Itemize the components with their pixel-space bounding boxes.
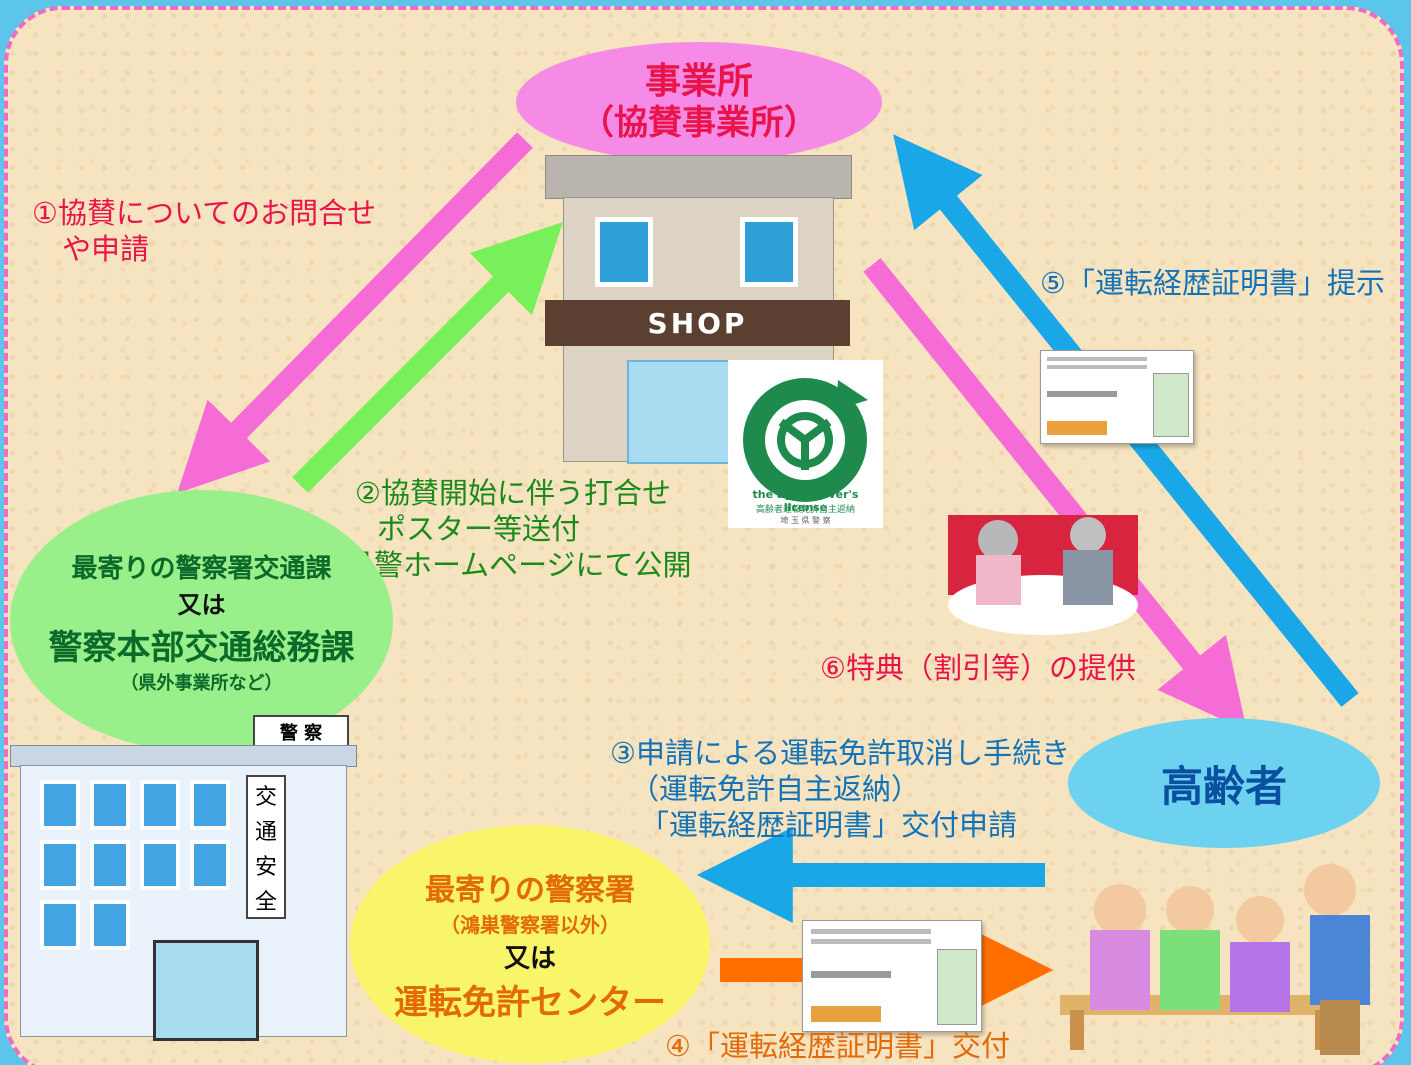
shop-roof (545, 155, 852, 199)
police-entrance (153, 940, 259, 1041)
license-card-lower (802, 920, 982, 1032)
step3-line2: （運転免許自主返納） (630, 772, 921, 806)
banner-char-2: 通 (254, 819, 277, 845)
police-line4: （県外事業所など） (120, 672, 283, 694)
police-building: 警 察 交 通 安 全 (10, 715, 357, 1060)
police-windows (40, 780, 240, 950)
center-line2: （鴻巣警察署以外） (440, 912, 620, 937)
business-node: 事業所 （協賛事業所） (516, 42, 882, 162)
banner-char-1: 交 (254, 784, 277, 810)
step2-line2: ポスター等送付 (377, 512, 581, 546)
logo-org: 埼 玉 県 警 察 (780, 516, 831, 525)
police-line2: 又は (177, 590, 226, 619)
police-sign: 警 察 (253, 715, 349, 749)
arrow-step2 (292, 221, 564, 493)
step3-line1: ③申請による運転免許取消し手続き (610, 736, 1071, 770)
business-title: 事業所 (644, 61, 753, 102)
shop-window-left (595, 217, 653, 287)
step3-line3: 「運転経歴証明書」交付申請 (640, 808, 1018, 842)
step2-label: ②協賛開始に伴う打合せ ポスター等送付 県警ホームページにて公開 (345, 475, 692, 583)
traffic-safety-banner: 交 通 安 全 (246, 775, 286, 919)
police-line3: 警察本部交通総務課 (48, 627, 355, 668)
shop-sign-text: SHOP (647, 306, 748, 340)
logo-text: the aged driver's license (752, 488, 859, 514)
police-sign-text: 警 察 (279, 723, 323, 744)
police-line1: 最寄りの警察署交通課 (71, 553, 332, 584)
business-subtitle: （協賛事業所） (580, 103, 818, 143)
step1-line2: や申請 (62, 232, 150, 266)
banner-char-3: 安 (254, 854, 277, 880)
license-card-upper (1040, 350, 1194, 444)
shop-sign: SHOP (545, 300, 850, 346)
step2-line1: ②協賛開始に伴う打合せ (355, 476, 671, 510)
logo-mark (743, 378, 868, 502)
elderly-title: 高齢者 (1160, 761, 1287, 811)
center-line3: 又は (503, 943, 556, 974)
arrow-step6 (863, 258, 1247, 731)
step6-label: ⑥特典（割引等）の提供 (820, 651, 1136, 685)
step4-label: ④「運転経歴証明書」交付 (665, 1029, 1010, 1063)
logo-caption: 高齢者運転免許自主返納 (755, 505, 855, 515)
center-line4: 運転免許センター (394, 982, 666, 1023)
police-node: 最寄りの警察署交通課 又は 警察本部交通総務課 （県外事業所など） (10, 490, 393, 752)
center-line1: 最寄りの警察署 (425, 872, 635, 908)
license-center-node: 最寄りの警察署 （鴻巣警察署以外） 又は 運転免許センター (350, 825, 710, 1063)
dining-illustration (948, 495, 1138, 635)
step3-label: ③申請による運転免許取消し手続き （運転免許自主返納） 「運転経歴証明書」交付申… (610, 735, 1070, 843)
step5-label: ⑤「運転経歴証明書」提示 (1040, 266, 1385, 300)
arrow-step1 (177, 132, 533, 494)
banner-char-4: 全 (254, 889, 277, 915)
step2-line3: 県警ホームページにて公開 (345, 548, 692, 582)
police-roof (10, 745, 357, 767)
step1-label: ①協賛についてのお問合せ や申請 (32, 195, 376, 267)
step1-line1: ①協賛についてのお問合せ (32, 196, 377, 230)
shop-window-right (740, 217, 798, 287)
aged-driver-logo: the aged driver's license 高齢者運転免許自主返納 埼 … (728, 360, 883, 528)
elderly-illustration (1060, 850, 1395, 1060)
elderly-node: 高齢者 (1068, 718, 1380, 848)
